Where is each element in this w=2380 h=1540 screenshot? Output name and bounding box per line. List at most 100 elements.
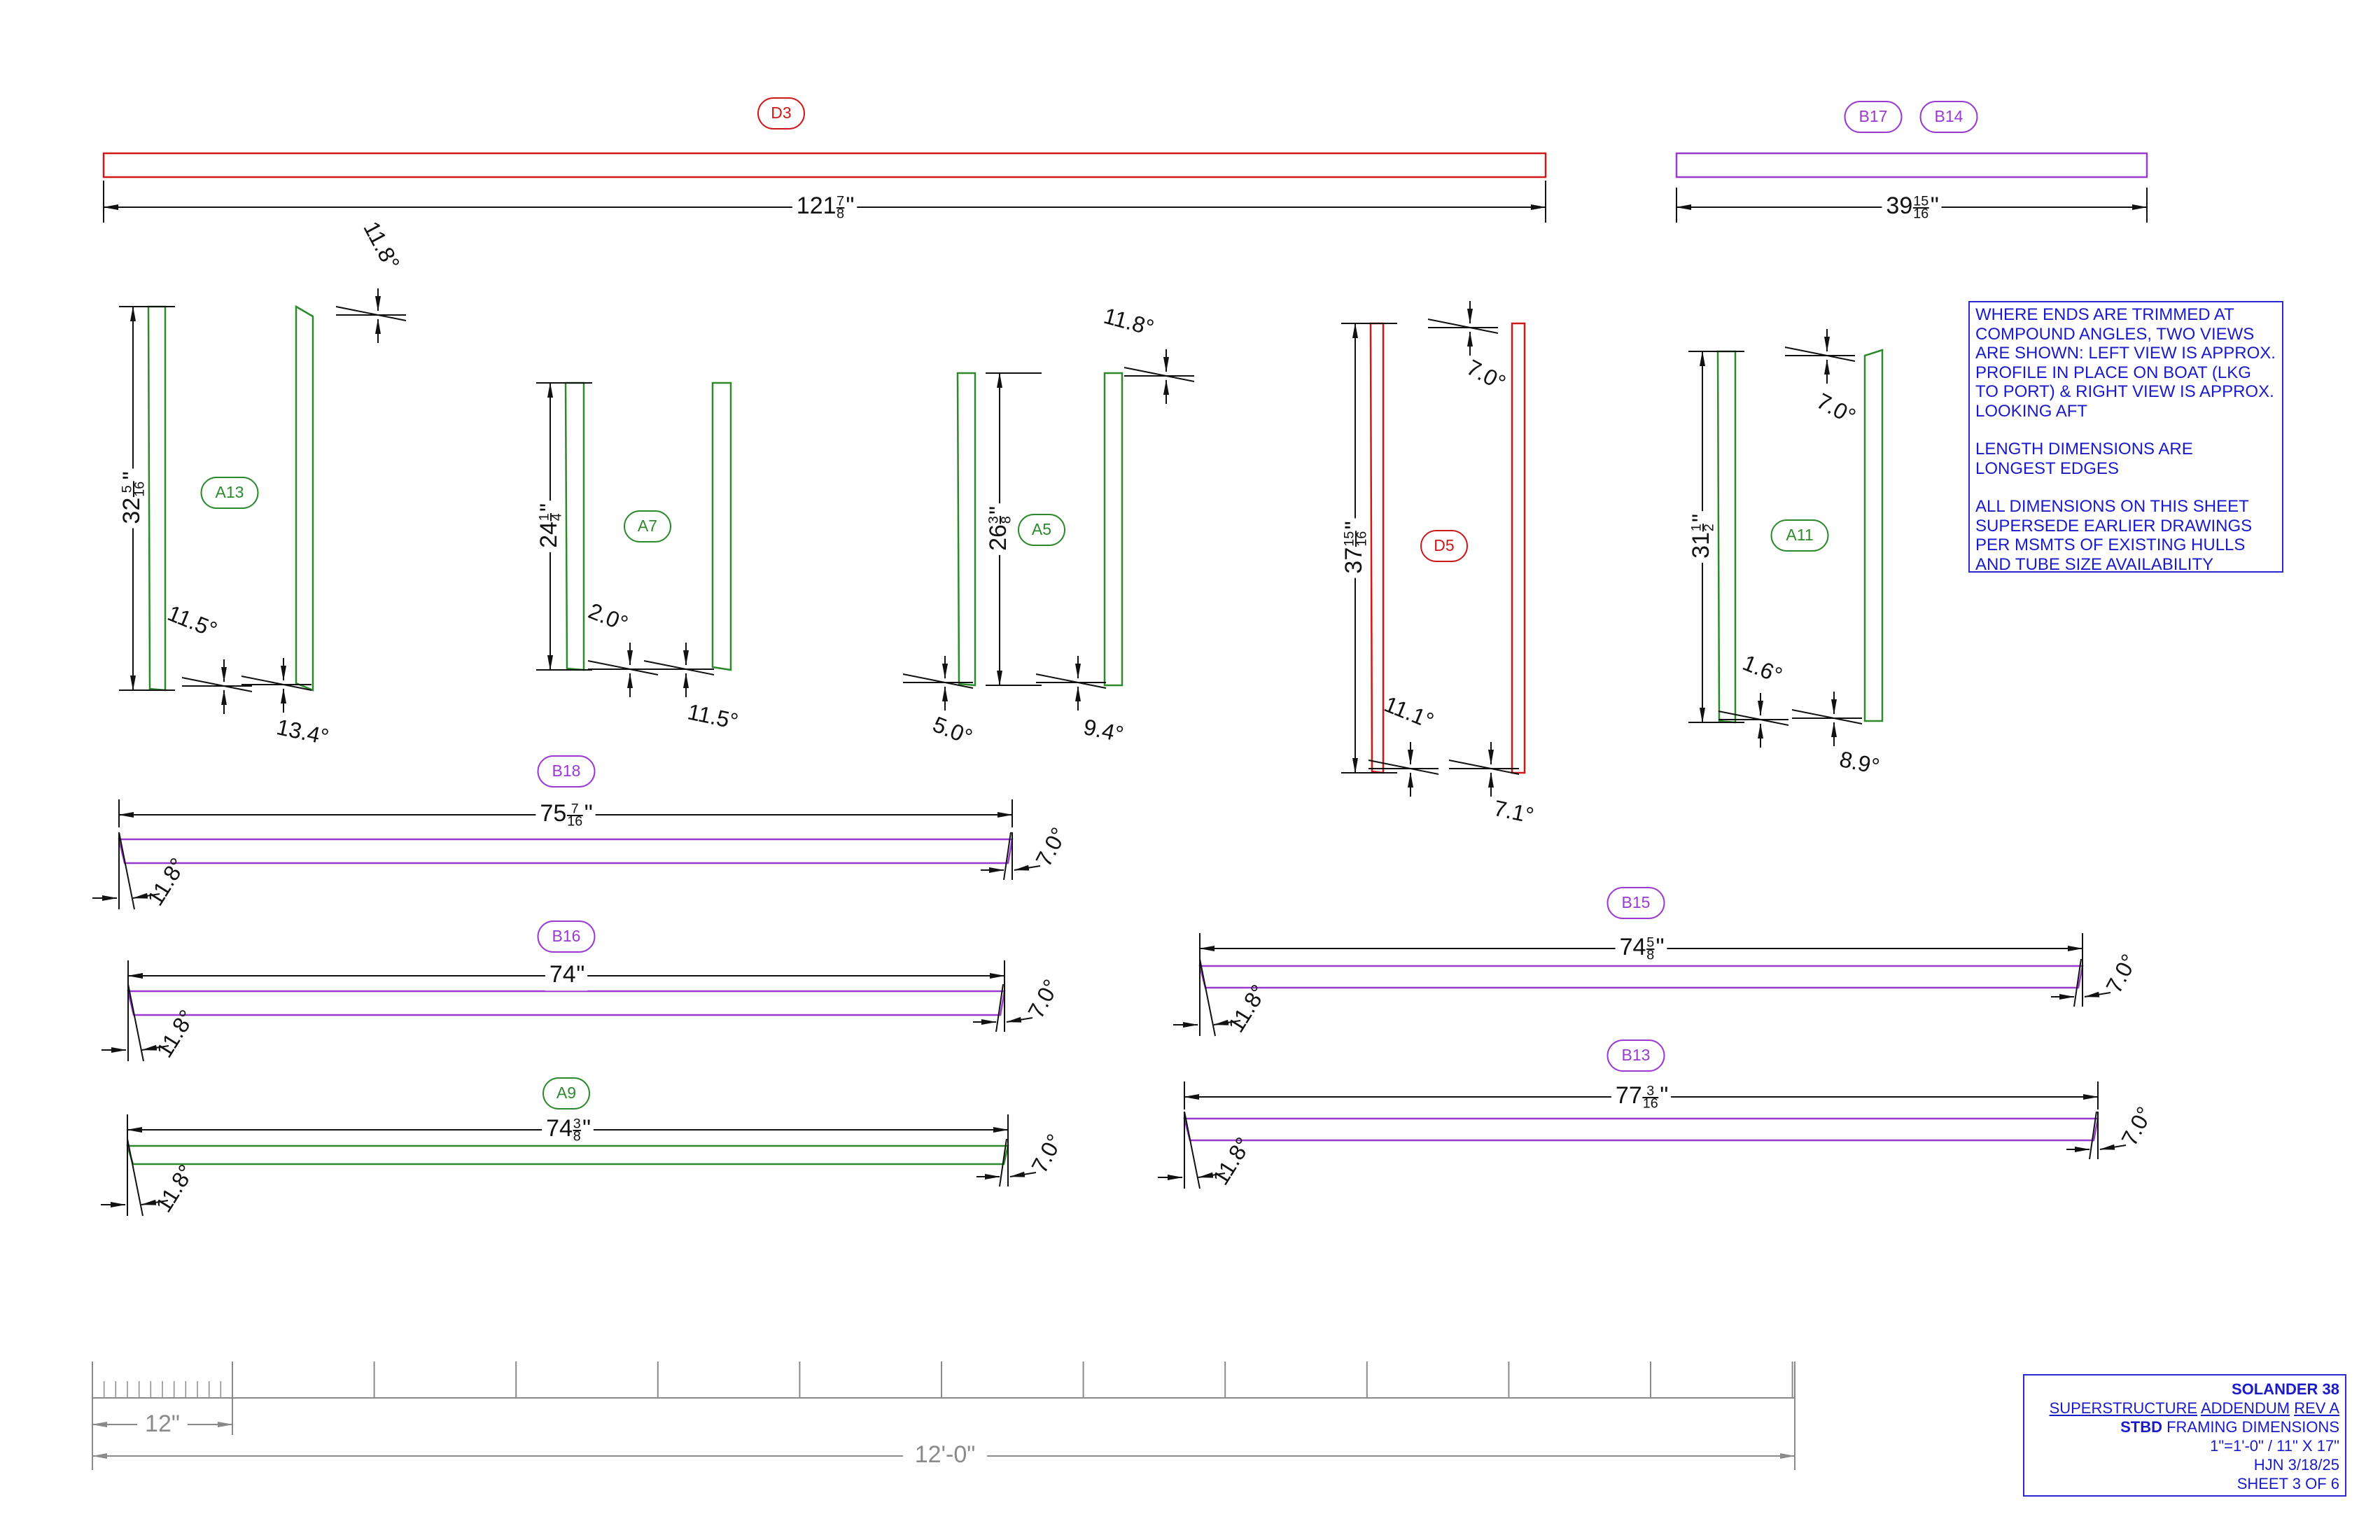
tag-b13-bubble [1606,1040,1665,1072]
member-a5-right-view [1103,372,1124,687]
desc-superstructure: SUPERSTRUCTURE [2049,1399,2198,1417]
member-b15-length-label-num: 5 [1646,935,1654,951]
framing-members [102,152,2148,1166]
b17-b14-length-label-whole: 39 [1886,192,1912,219]
b15-left-angle: 11.8° [1173,958,1271,1037]
tag-b17-bubble [1844,101,1903,133]
note-compound-angles: WHERE ENDS ARE TRIMMED AT COMPOUND ANGLE… [1975,305,2276,421]
member-a11-length-label-bg [1687,511,1718,563]
member-a13-left-view [147,305,167,692]
d3-length-label-bg [792,192,858,223]
member-a9-length-label-num: 3 [573,1116,581,1132]
member-a5-length-label-den: 8 [998,516,1014,524]
member-b13-length-label-bg [1611,1082,1672,1112]
scale-12in-label: 12" [145,1410,180,1437]
b15-right-angle-label: 7.0° [2101,950,2142,997]
b13-right-angle-arrow-b [2099,1144,2127,1150]
a11-bottom-left-angle: 1.6° [1718,650,1789,748]
note-length-dimensions: LENGTH DIMENSIONS ARE LONGEST EDGES [1975,440,2193,478]
member-a11-length-label-den: 2 [1701,524,1716,531]
a13-top-angle-cut-line [335,306,407,321]
a11-top-angle-cut-line [1784,346,1856,362]
member-a5-left-view [956,372,976,687]
b13-left-angle: 11.8° [1158,1111,1256,1189]
a11-top-angle: 7.0° [1784,329,1860,429]
tag-b15-label: B15 [1622,893,1651,911]
tag-a11-label: A11 [1786,526,1813,544]
a5-bottom-left-angle-cut-line [902,673,974,689]
a5-bottom-right-angle-cut-line [1035,673,1107,689]
member-a7-length-label-bg [535,500,566,552]
a5-top-angle: 11.8° [1101,303,1195,404]
author-date: HJN 3/18/25 [2253,1456,2339,1474]
a7-bottom-left-angle-cut-line [587,660,659,676]
tag-a13-bubble [200,477,259,509]
a5-bottom-left-angle-label: 5.0° [930,711,976,750]
b16-right-angle: 7.0° [973,975,1064,1032]
scale-total-label: 12'-0" [915,1441,976,1468]
member-a11-length-label-num: 1 [1689,524,1704,531]
member-d5-length-label-num: 15 [1342,531,1357,547]
member-a7-length-label-den: 4 [549,513,564,521]
member-a13-length-label-whole: 32 [118,498,145,524]
member-b15-length-label-den: 8 [1646,947,1654,962]
scale-total-bg [903,1442,987,1470]
a7-bottom-right-angle: 11.5° [643,643,741,734]
a7-bottom-left-angle-label: 2.0° [585,598,632,636]
a13-top-angle-label: 11.8° [358,217,405,274]
b16-left-angle: 11.8° [102,983,200,1062]
member-b18-length-label: 75 716" [536,799,596,830]
member-a7-length-label-whole: 24 [536,522,562,548]
member-d5-length-label-whole: 37 [1340,547,1367,574]
member-a9-length-label-inch-mark: " [582,1115,591,1142]
member-b15 [1198,965,2084,989]
member-a11-right-view [1863,349,1884,722]
a13-bottom-right-angle-cut-line [241,676,312,691]
tag-a9-label: A9 [556,1084,576,1102]
tag-b14-bubble [1919,101,1978,133]
b16-right-angle-arrow-b [1006,1016,1033,1023]
b17-b14-length-label-num: 15 [1913,194,1928,209]
member-b18-length-label-whole: 75 [540,800,566,827]
member-b18-length-label-den: 16 [567,813,582,829]
member-b16 [127,990,1006,1016]
b15-right-angle: 7.0° [2051,950,2142,1007]
b17-b14-length-label-bg [1882,192,1942,223]
b15-right-angle-cut-line [2073,958,2082,1007]
tag-a5-bubble [1018,514,1065,546]
project-name: SOLANDER 38 [2231,1380,2339,1398]
member-a11-length-label-inch-mark: " [1688,514,1714,522]
sheet-subject: STBD FRAMING DIMENSIONS [2030,1418,2339,1436]
b15-left-angle-label: 11.8° [1223,980,1271,1037]
tag-b16-bubble [537,920,596,953]
b18-right-angle: 7.0° [981,823,1072,881]
tag-b18-bubble [537,755,596,788]
member-b16-length-label-bg [545,960,588,991]
member-a7-right-view [711,382,732,671]
member-d5-length-label-bg [1340,518,1371,578]
member-b13-length-label-whole: 77 [1616,1082,1642,1109]
a5-top-angle-cut-line [1124,367,1195,382]
tag-a11-bubble [1770,519,1829,552]
member-b18-length-label-inch-mark: " [584,800,593,827]
member-b16-length-label-whole: 74 [550,961,576,988]
member-d5-length-label-den: 16 [1354,531,1369,547]
sheet-description: SUPERSTRUCTURE ADDENDUM REV A [2030,1399,2339,1418]
member-a13-length-label-den: 16 [132,482,147,497]
member-b16-length-label: 74" [545,960,588,991]
member-a9-length-label-den: 8 [573,1128,581,1144]
member-a5-length-label-num: 3 [986,516,1002,524]
member-b18 [118,838,1014,864]
title-block: SOLANDER 38 SUPERSTRUCTURE ADDENDUM REV … [2023,1374,2346,1497]
a13-bottom-left-angle-label: 11.5° [164,600,221,643]
a5-bottom-right-angle: 9.4° [1035,656,1126,747]
member-b18-length-label-num: 7 [571,802,579,817]
member-a7-length-label-num: 1 [537,513,552,521]
